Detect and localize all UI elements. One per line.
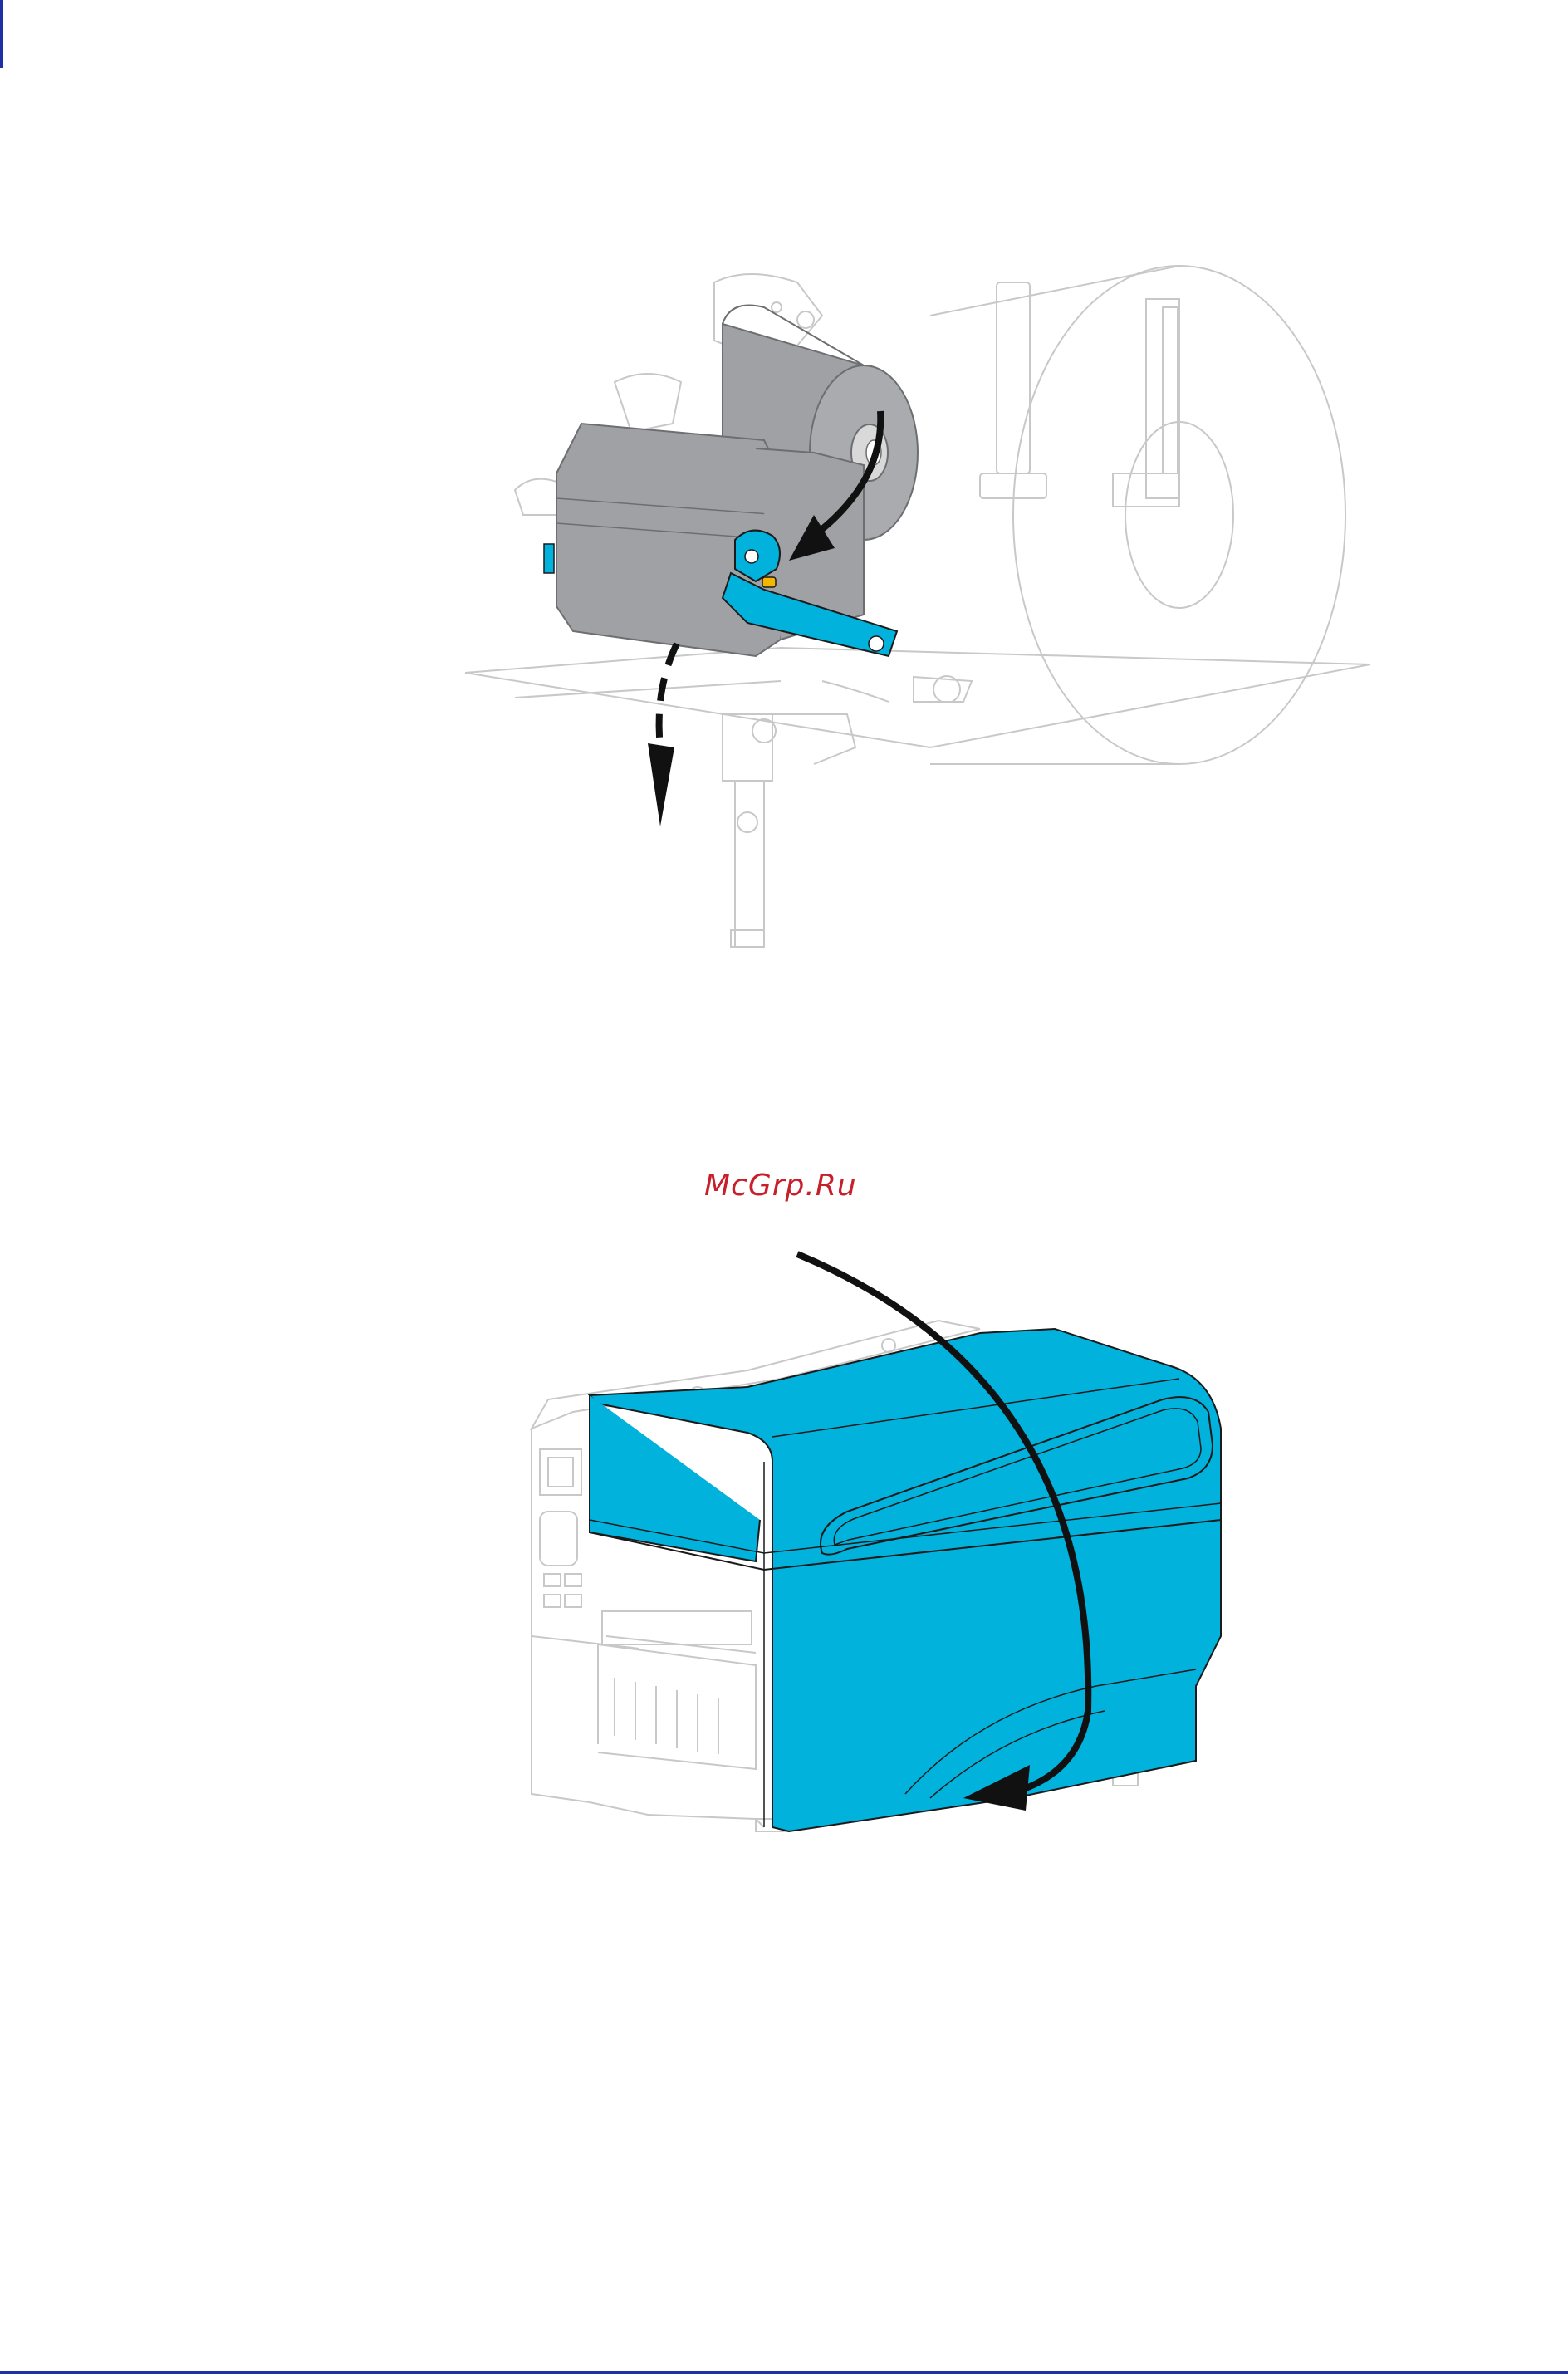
ribbon-loading-illustration — [465, 249, 1370, 963]
printer-cover-svg — [515, 1246, 1229, 1877]
media-roll-outline — [930, 266, 1345, 764]
page-corner-marker — [0, 0, 3, 68]
printer-cover-closing-illustration — [515, 1246, 1229, 1877]
dashed-direction-arrow — [648, 644, 677, 826]
page-bottom-rule — [0, 2371, 1568, 2374]
printer-media-cover — [590, 1329, 1221, 1831]
ribbon-loading-svg — [465, 249, 1370, 963]
watermark-text: McGrp.Ru — [704, 1169, 857, 1203]
